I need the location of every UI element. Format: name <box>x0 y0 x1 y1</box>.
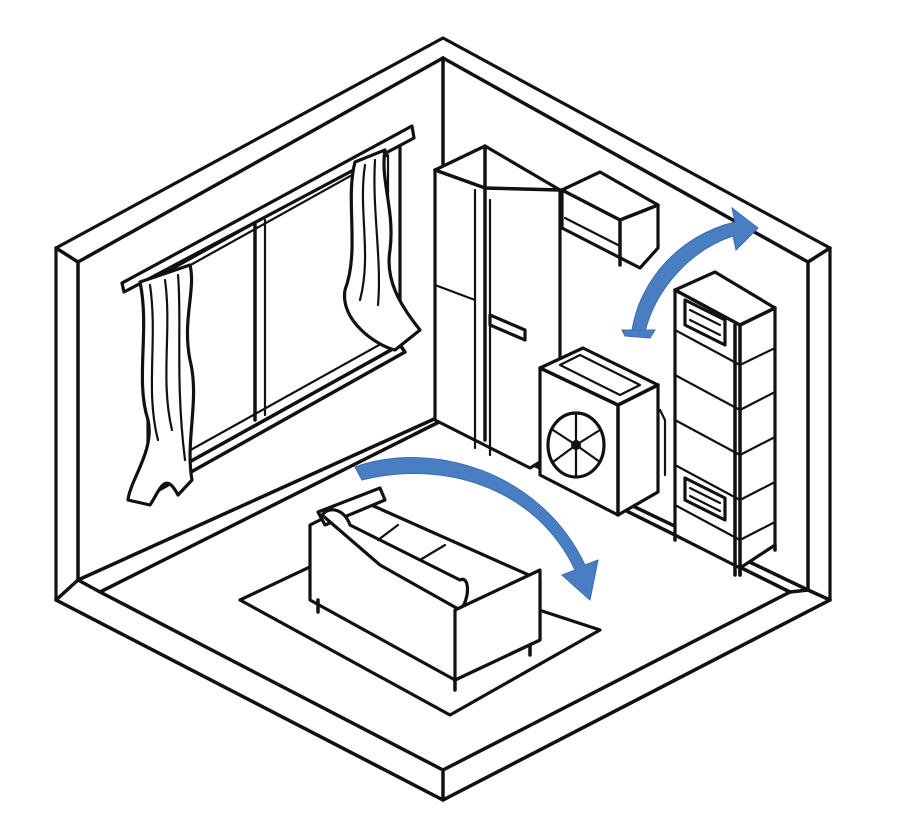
shelving-unit <box>675 272 775 575</box>
heat-pump-fan-hub <box>571 440 581 450</box>
